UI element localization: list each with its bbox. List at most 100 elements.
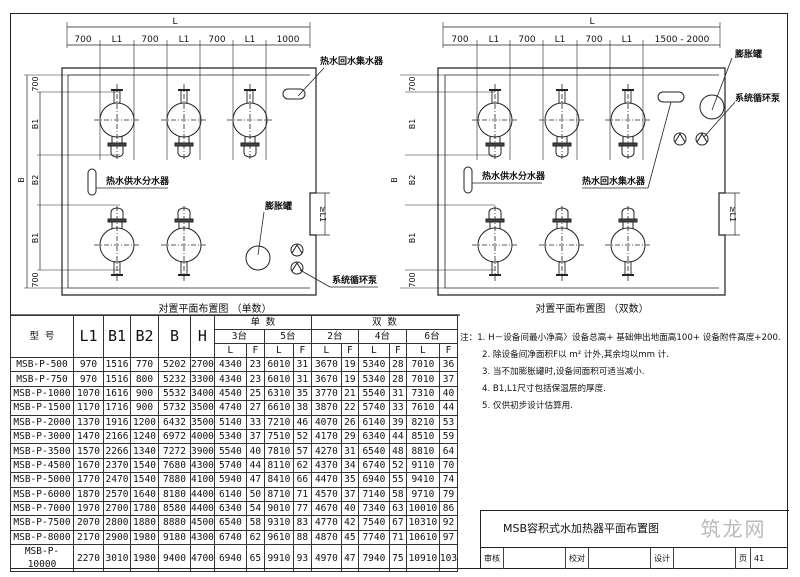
value-cell: 5540 — [213, 443, 247, 459]
model-cell: MSB-P-6000 — [10, 486, 74, 502]
header-4-units: 4台 — [357, 329, 407, 344]
value-cell: 6432 — [158, 414, 191, 430]
value-cell: 6540 — [213, 515, 247, 531]
value-cell: 6940 — [213, 544, 247, 573]
value-cell: 5340 — [213, 428, 247, 445]
value-cell: 2800 — [103, 515, 131, 531]
dim-left: 700 — [408, 272, 417, 287]
value-cell: 2166 — [103, 428, 131, 445]
single-layout-labels: L 700 L1 700 L1 700 L1 1000 700 B1 B2 B1… — [17, 17, 384, 315]
header-single: 单 数 — [213, 315, 312, 330]
dim-top: 1500 - 2000 — [655, 35, 710, 45]
header-double: 双 数 — [310, 315, 459, 330]
value-cell: 5202 — [158, 356, 191, 373]
value-cell: 19 — [340, 371, 359, 387]
value-cell: 800 — [130, 371, 159, 387]
label-collector: 热水回水集水器 — [582, 175, 646, 187]
page-number: 41 — [754, 554, 765, 563]
dim-top: L1 — [245, 35, 256, 45]
value-cell: 4700 — [190, 544, 215, 573]
value-cell: 1640 — [130, 486, 159, 502]
value-cell: 2470 — [103, 472, 131, 488]
header-l: L — [357, 343, 390, 358]
value-cell: 6340 — [357, 428, 390, 445]
value-cell: 40 — [438, 385, 459, 402]
note-item: 5. 仅供初步设计估算用. — [482, 401, 574, 411]
value-cell: 4740 — [213, 400, 247, 416]
value-cell: 9400 — [158, 544, 191, 573]
value-cell: 4400 — [190, 486, 215, 502]
header-l: L — [310, 343, 342, 358]
value-cell: 7540 — [357, 515, 390, 531]
value-cell: 3500 — [190, 414, 215, 430]
label-expansion-tank: 膨胀罐 — [264, 200, 292, 212]
value-cell: 2900 — [103, 529, 131, 546]
value-cell: 1616 — [103, 385, 131, 402]
dim-b: B — [390, 177, 399, 183]
value-cell: 4000 — [190, 428, 215, 445]
value-cell: 93 — [292, 544, 312, 573]
label-distributor: 热水供水分水器 — [482, 170, 546, 182]
value-cell: 1570 — [73, 443, 104, 459]
single-layout-plan — [24, 22, 378, 296]
value-cell: 1240 — [130, 428, 159, 445]
dim-top: 700 — [585, 35, 602, 45]
review-label: 审核 — [481, 548, 504, 569]
value-cell: 4300 — [190, 457, 215, 474]
label-distributor: 热水供水分水器 — [106, 175, 170, 187]
model-cell: MSB-P-8000 — [10, 529, 74, 546]
value-cell: 1780 — [130, 500, 159, 517]
header-f: F — [388, 343, 407, 358]
value-cell: 7880 — [158, 472, 191, 488]
value-cell: 36 — [438, 356, 459, 373]
value-cell: 79 — [438, 486, 459, 502]
value-cell: 900 — [130, 385, 159, 402]
value-cell: 25 — [245, 385, 265, 402]
model-cell: MSB-P-3000 — [10, 428, 74, 445]
value-cell: 6940 — [357, 472, 390, 488]
value-cell: 34 — [340, 457, 359, 474]
value-cell: 7340 — [357, 500, 390, 517]
value-cell: 7010 — [405, 371, 440, 387]
value-cell: 5340 — [357, 356, 390, 373]
value-cell: 1716 — [103, 400, 131, 416]
value-cell: 4300 — [190, 529, 215, 546]
note-item: 4. B1,L1尺寸包括保温层的厚度. — [482, 384, 606, 394]
value-cell: 4070 — [310, 414, 342, 430]
value-cell: 1540 — [130, 457, 159, 474]
value-cell: 8510 — [405, 428, 440, 445]
value-cell: 1070 — [73, 385, 104, 402]
dim-left: 700 — [31, 76, 40, 91]
dim-total: L — [589, 17, 594, 27]
value-cell: 52 — [292, 428, 312, 445]
value-cell: 4270 — [310, 443, 342, 459]
value-cell: 7510 — [263, 428, 294, 445]
value-cell: 86 — [438, 500, 459, 517]
header-2-units: 2台 — [310, 329, 359, 344]
value-cell: 103 — [438, 544, 459, 573]
value-cell: 4170 — [310, 428, 342, 445]
header-6-units: 6台 — [405, 329, 459, 344]
value-cell: 62 — [292, 457, 312, 474]
dim-total: L — [172, 17, 177, 27]
value-cell: 5232 — [158, 371, 191, 387]
caption-single: 对置平面布置图 （单数） — [158, 302, 271, 315]
dim-notch: ≥L1 — [318, 206, 327, 222]
value-cell: 7140 — [357, 486, 390, 502]
value-cell: 23 — [245, 356, 265, 373]
header-b2: B2 — [130, 315, 159, 358]
value-cell: 37 — [340, 486, 359, 502]
value-cell: 3670 — [310, 371, 342, 387]
dim-top: L1 — [622, 35, 633, 45]
value-cell: 8410 — [263, 472, 294, 488]
notes-prefix: 注： — [460, 333, 478, 343]
value-cell: 6310 — [263, 385, 294, 402]
value-cell: 7310 — [405, 385, 440, 402]
value-cell: 88 — [292, 529, 312, 546]
value-cell: 37 — [245, 428, 265, 445]
